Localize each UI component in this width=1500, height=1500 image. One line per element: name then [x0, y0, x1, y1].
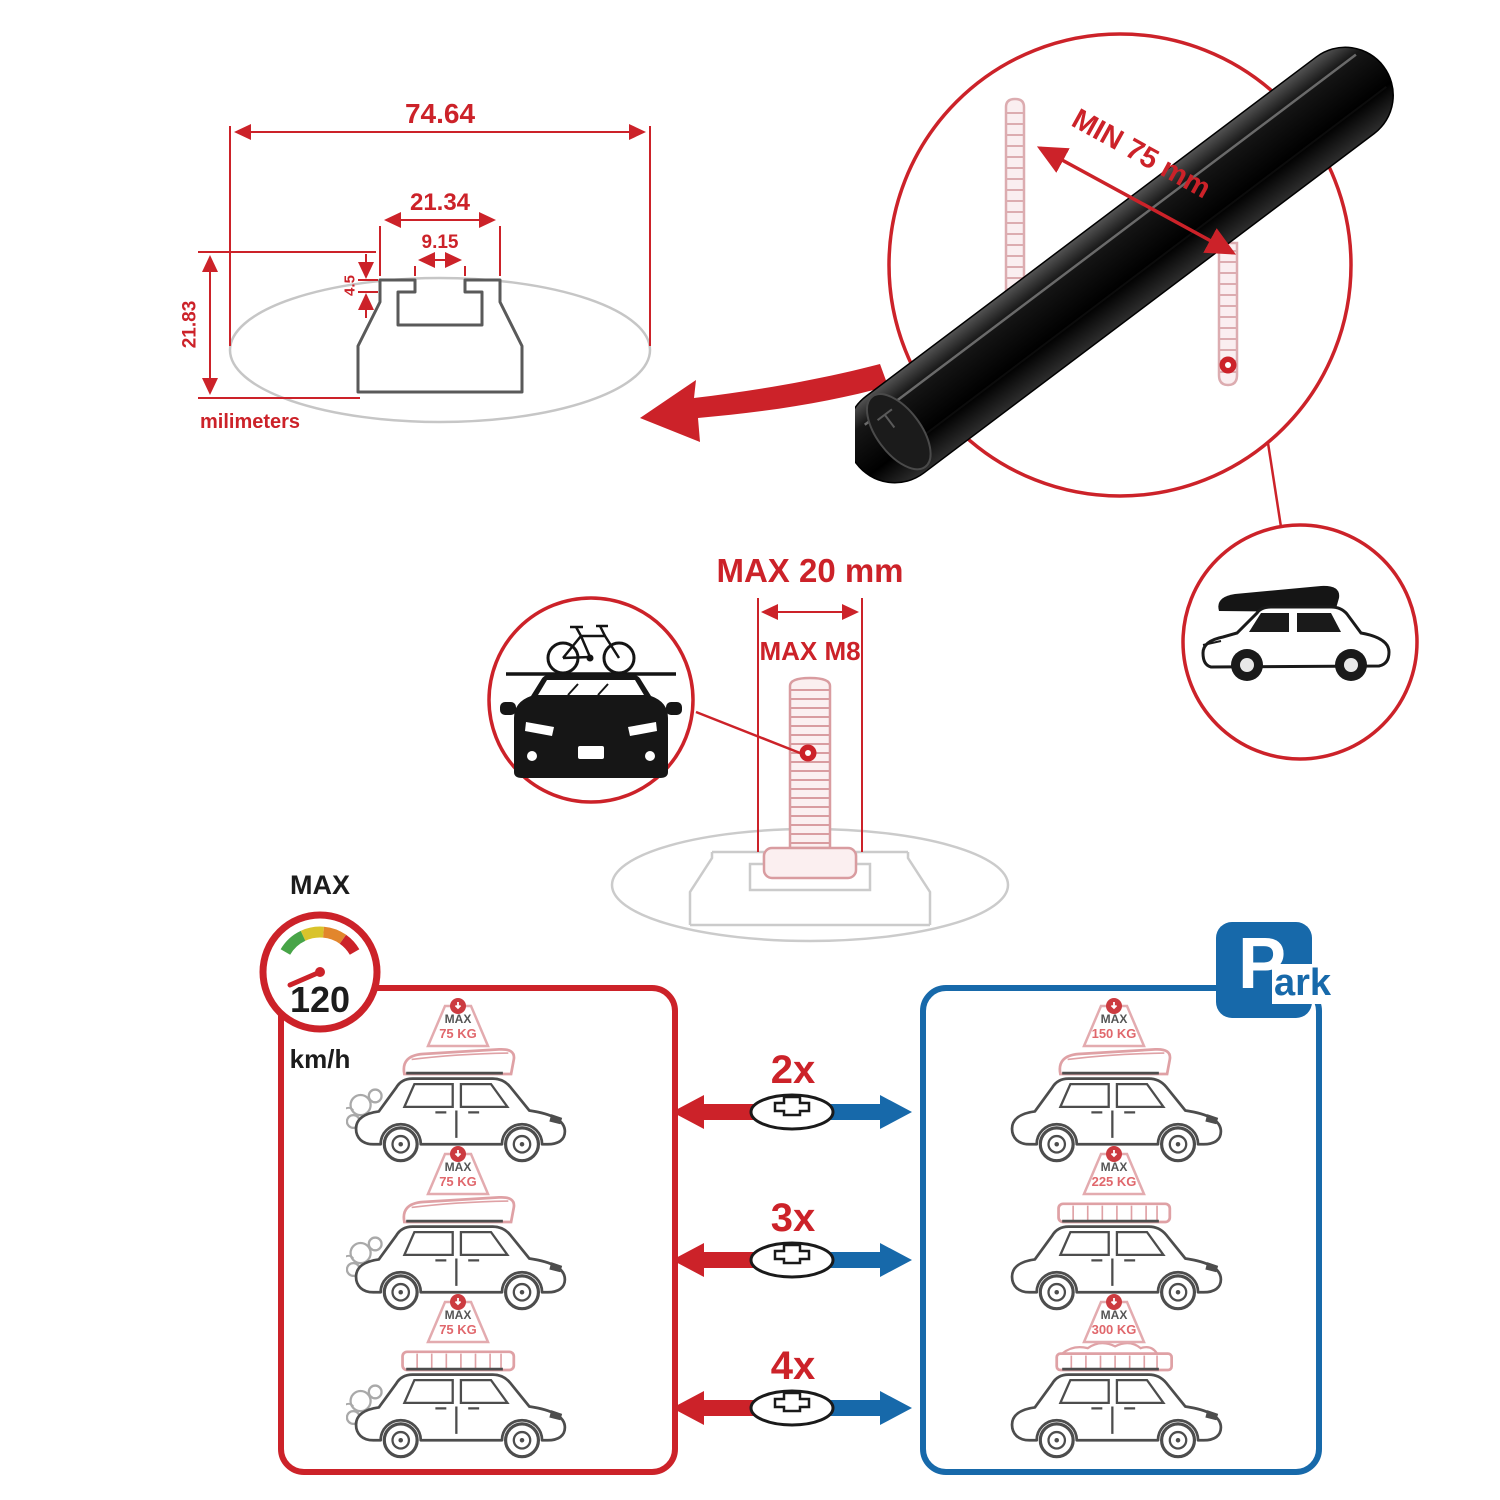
load-tag-shape	[426, 1146, 490, 1196]
load-tag-value: 300 KG	[1091, 1322, 1137, 1337]
max-load-tag: MAX 75 KG	[412, 996, 504, 1050]
load-tag-shape	[426, 998, 490, 1048]
load-tag-title: MAX	[444, 1012, 472, 1026]
dim-lip-depth: 4.5	[341, 275, 359, 296]
min-span-arrow	[1036, 146, 1237, 255]
max-load-tag: MAX 300 KG	[1068, 1292, 1160, 1346]
speed-unit: km/h	[289, 1044, 351, 1074]
bar-count-label-3x: 3x	[770, 1196, 816, 1240]
load-tag-shape	[1082, 1146, 1146, 1196]
crossbar-detail-inset	[855, 32, 1419, 761]
t-bolt-illustration	[762, 676, 858, 880]
load-tag-title: MAX	[444, 1308, 472, 1322]
roof-box-icon	[1218, 585, 1340, 612]
driving-car-3	[346, 1350, 567, 1459]
bar-count-arrows	[672, 1093, 912, 1427]
cross-section-channel	[773, 1391, 811, 1413]
bar-count-row-2x	[672, 1093, 912, 1131]
load-tag-shape	[426, 1294, 490, 1344]
bolt-max-thread-label: MAX M8	[759, 636, 861, 666]
t-slot-profile	[356, 278, 524, 394]
bolt-point-dot-center	[805, 750, 811, 756]
parking-sign-suffix: ark	[1272, 962, 1334, 1004]
bolt-diagram	[610, 598, 1010, 943]
bar-count-row-4x	[672, 1389, 912, 1427]
dim-channel-width: 21.34	[409, 189, 471, 216]
load-tag-title: MAX	[1100, 1012, 1128, 1026]
load-tag-title: MAX	[444, 1160, 472, 1174]
speedometer-needle	[287, 969, 323, 988]
load-tag-value: 75 KG	[439, 1322, 477, 1337]
bolt-max-length-label: MAX 20 mm	[716, 552, 904, 589]
max-load-tag: MAX 75 KG	[412, 1292, 504, 1346]
load-tag-value: 75 KG	[439, 1174, 477, 1189]
red-arrow-left-icon	[672, 1391, 754, 1425]
blue-arrow-right-icon	[830, 1243, 912, 1277]
load-tag-shape	[1082, 998, 1146, 1048]
speed-max-title: MAX	[290, 870, 350, 900]
load-tag-value: 150 KG	[1091, 1026, 1137, 1041]
dimension-lines	[198, 124, 651, 399]
speedometer-icon	[259, 911, 381, 1033]
dim-total-height: 21.83	[179, 300, 201, 349]
dim-slot-width: 9.15	[421, 232, 459, 253]
bike-car-inset	[487, 596, 695, 804]
clamp-rods	[1004, 97, 1239, 387]
blue-arrow-right-icon	[830, 1391, 912, 1425]
car-front-icon	[500, 674, 682, 778]
load-tag-value: 225 KG	[1091, 1174, 1137, 1189]
max-load-tag: MAX 225 KG	[1068, 1144, 1160, 1198]
red-arrow-left-icon	[672, 1243, 754, 1277]
parking-car-3	[1010, 1341, 1223, 1459]
load-tag-title: MAX	[1100, 1160, 1128, 1174]
fixing-point-dot-center	[1225, 362, 1231, 368]
bolt-dimension-lines	[757, 598, 863, 852]
max-load-tag: MAX 75 KG	[412, 1144, 504, 1198]
bar-outline-ellipse	[228, 276, 652, 424]
bar-count-label-4x: 4x	[770, 1344, 816, 1388]
dim-total-width: 74.64	[404, 98, 476, 129]
blue-arrow-right-icon	[830, 1095, 912, 1129]
cross-section-diagram	[198, 124, 652, 424]
pointer-arrow	[640, 364, 888, 442]
dim-units-label: milimeters	[200, 411, 301, 433]
load-tag-title: MAX	[1100, 1308, 1128, 1322]
max-load-tag: MAX 150 KG	[1068, 996, 1160, 1050]
bar-count-label-2x: 2x	[770, 1048, 816, 1092]
load-tag-value: 75 KG	[439, 1026, 477, 1041]
cross-section-channel	[773, 1095, 811, 1117]
cross-section-channel	[773, 1243, 811, 1265]
load-tag-shape	[1082, 1294, 1146, 1344]
speed-value: 120	[289, 979, 351, 1020]
circle-connector-line	[1266, 442, 1283, 528]
red-arrow-left-icon	[672, 1095, 754, 1129]
bolt-leader-line	[695, 710, 801, 755]
bar-count-row-3x	[672, 1241, 912, 1279]
suv-with-roofbox	[1201, 585, 1391, 681]
